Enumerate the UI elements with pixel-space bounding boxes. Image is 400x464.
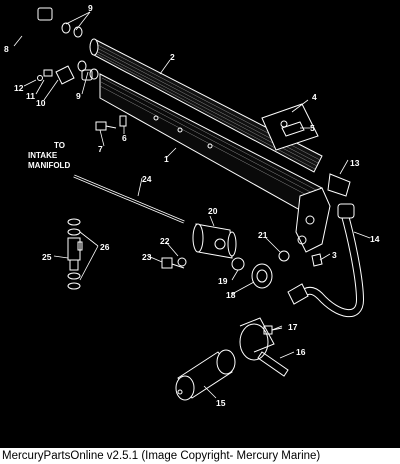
callout-8: 8 [4, 44, 9, 54]
callout-14: 14 [370, 234, 380, 244]
callout-9-top: 9 [88, 3, 93, 13]
regulator-part-20 [192, 223, 237, 259]
screw-part-7 [95, 121, 117, 131]
injector-part-25 [67, 218, 83, 290]
callout-6: 6 [122, 133, 127, 143]
parts-diagram: TO INTAKE MANIFOLD 1 2 3 4 5 6 7 8 9 9 1… [4, 3, 380, 408]
bracket-part-4 [261, 103, 319, 151]
fuel-filter-part-15 [175, 349, 236, 401]
callout-22: 22 [160, 236, 170, 246]
clip-part-10 [37, 65, 75, 85]
callout-9-lower: 9 [76, 91, 81, 101]
callout-12: 12 [14, 83, 24, 93]
callout-18: 18 [226, 290, 236, 300]
callout-26: 26 [100, 242, 110, 252]
leader-lines [13, 11, 371, 399]
callout-17: 17 [288, 322, 298, 332]
cap-part-19 [231, 257, 245, 271]
callout-1: 1 [164, 154, 169, 164]
copyright-footer: MercuryPartsOnline v2.5.1 (Image Copyrig… [0, 448, 400, 464]
bracket-part-16 [239, 317, 289, 377]
callout-20: 20 [208, 206, 218, 216]
o-ring-part-22 [177, 257, 187, 267]
callout-10: 10 [36, 98, 46, 108]
hose-part-24 [73, 174, 185, 224]
callout-25: 25 [42, 252, 52, 262]
callout-7: 7 [98, 144, 103, 154]
callout-4: 4 [312, 92, 317, 102]
fuel-rail-lower-part-1 [99, 73, 331, 253]
callout-24: 24 [142, 174, 152, 184]
screw-part-6 [119, 115, 127, 127]
note-line-3: MANIFOLD [28, 161, 70, 170]
callout-2: 2 [170, 52, 175, 62]
note-line-2: INTAKE [28, 151, 58, 160]
hose-part-8 [15, 7, 93, 81]
callout-3: 3 [332, 250, 337, 260]
callout-16: 16 [296, 347, 306, 357]
intake-manifold-note: TO INTAKE MANIFOLD [28, 141, 70, 170]
callout-5: 5 [310, 123, 315, 133]
fitting-part-13 [327, 173, 351, 197]
callout-15: 15 [216, 398, 226, 408]
screw-part-23 [161, 257, 185, 269]
callout-23: 23 [142, 252, 152, 262]
callout-21: 21 [258, 230, 268, 240]
o-rings-part-9-lower [77, 60, 99, 80]
hose-part-14 [287, 203, 365, 318]
callout-19: 19 [218, 276, 228, 286]
o-rings-part-9-top [61, 22, 83, 38]
callouts: 1 2 3 4 5 6 7 8 9 9 10 11 12 13 14 15 16… [4, 3, 380, 408]
valve-part-3 [311, 253, 323, 267]
nut-part-18 [251, 263, 273, 289]
callout-11: 11 [26, 91, 35, 101]
note-line-1: TO [54, 141, 65, 150]
callout-13: 13 [350, 158, 360, 168]
o-ring-part-21 [278, 250, 290, 262]
